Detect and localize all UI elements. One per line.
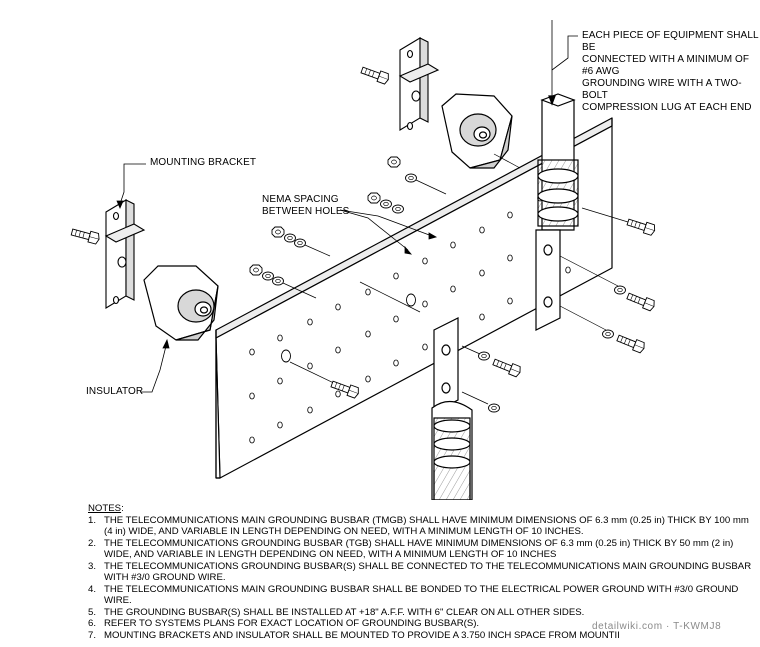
nut [249, 264, 263, 276]
busbar-exploded-drawing [70, 20, 657, 500]
callout-mounting-bracket: MOUNTING BRACKET [150, 157, 257, 168]
nut [367, 192, 381, 204]
note-text: REFER TO SYSTEMS PLANS FOR EXACT LOCATIO… [104, 618, 480, 629]
note-item: 2. THE TELECOMMUNICATIONS GROUNDING BUSBA… [88, 538, 760, 561]
washer [478, 351, 490, 361]
note-text: THE TELECOMMUNICATIONS MAIN GROUNDING BU… [104, 583, 739, 607]
callout-nema-spacing: NEMA SPACING BETWEEN HOLES [262, 194, 350, 217]
note-item: 5. THE GROUNDING BUSBAR(S) SHALL BE INSTA… [88, 607, 760, 619]
washer [392, 204, 404, 214]
notes-list: 1. THE TELECOMMUNICATIONS MAIN GROUNDING … [88, 515, 760, 642]
note-item: 7. MOUNTING BRACKETS AND INSULATOR SHALL … [88, 630, 760, 642]
washer [614, 285, 626, 295]
mounting-bracket-top [398, 37, 440, 131]
insulator-left [143, 265, 219, 341]
bracket-bolt-top [359, 64, 391, 86]
note-item: 4. THE TELECOMMUNICATIONS MAIN GROUNDING … [88, 584, 760, 607]
washer [488, 403, 500, 413]
grounding-cable-bottom [431, 317, 473, 500]
callout-equipment-grounding: EACH PIECE OF EQUIPMENT SHALL BE CONNECT… [582, 30, 759, 113]
insulator-top [441, 93, 513, 169]
note-number: 7. [88, 629, 97, 641]
bracket-bolt-left [70, 226, 101, 246]
note-item: 1. THE TELECOMMUNICATIONS MAIN GROUNDING … [88, 515, 760, 538]
lug-bolt [615, 332, 647, 355]
note-number: 2. [88, 537, 97, 549]
callout-insulator: INSULATOR [86, 386, 144, 397]
leader-lines [116, 35, 578, 393]
grounding-cable-right [535, 20, 579, 331]
lug-bolt [491, 356, 523, 379]
washer [602, 329, 614, 339]
notes-section: NOTES: 1. THE TELECOMMUNICATIONS MAIN GRO… [88, 503, 760, 641]
washer [262, 271, 274, 281]
note-text: THE TELECOMMUNICATIONS GROUNDING BUSBAR … [104, 537, 734, 561]
lug-bolt [625, 290, 657, 313]
note-text: THE TELECOMMUNICATIONS MAIN GROUNDING BU… [104, 514, 749, 538]
washer [405, 173, 417, 183]
washer [294, 238, 306, 248]
note-text: THE GROUNDING BUSBAR(S) SHALL BE INSTALL… [104, 606, 585, 618]
washer [272, 276, 284, 286]
note-item: 6. REFER TO SYSTEMS PLANS FOR EXACT LOCAT… [88, 618, 760, 630]
mounting-bracket-left [104, 199, 146, 309]
note-number: 1. [88, 514, 97, 526]
note-number: 3. [88, 560, 97, 572]
nut [387, 156, 401, 168]
note-number: 5. [88, 606, 97, 618]
notes-heading: NOTES [88, 503, 122, 514]
notes-heading-row: NOTES: [88, 503, 124, 514]
washer [284, 233, 296, 243]
nut [271, 226, 285, 238]
note-item: 3. THE TELECOMMUNICATIONS GROUNDING BUSBA… [88, 561, 760, 584]
washer [380, 199, 392, 209]
note-number: 4. [88, 583, 97, 595]
watermark: detailwiki.com · T-KWMJ8 [592, 621, 722, 632]
lug-bolt [625, 216, 657, 237]
note-text: MOUNTING BRACKETS AND INSULATOR SHALL BE… [104, 629, 620, 641]
note-number: 6. [88, 618, 97, 629]
note-text: THE TELECOMMUNICATIONS GROUNDING BUSBAR(… [104, 560, 752, 584]
